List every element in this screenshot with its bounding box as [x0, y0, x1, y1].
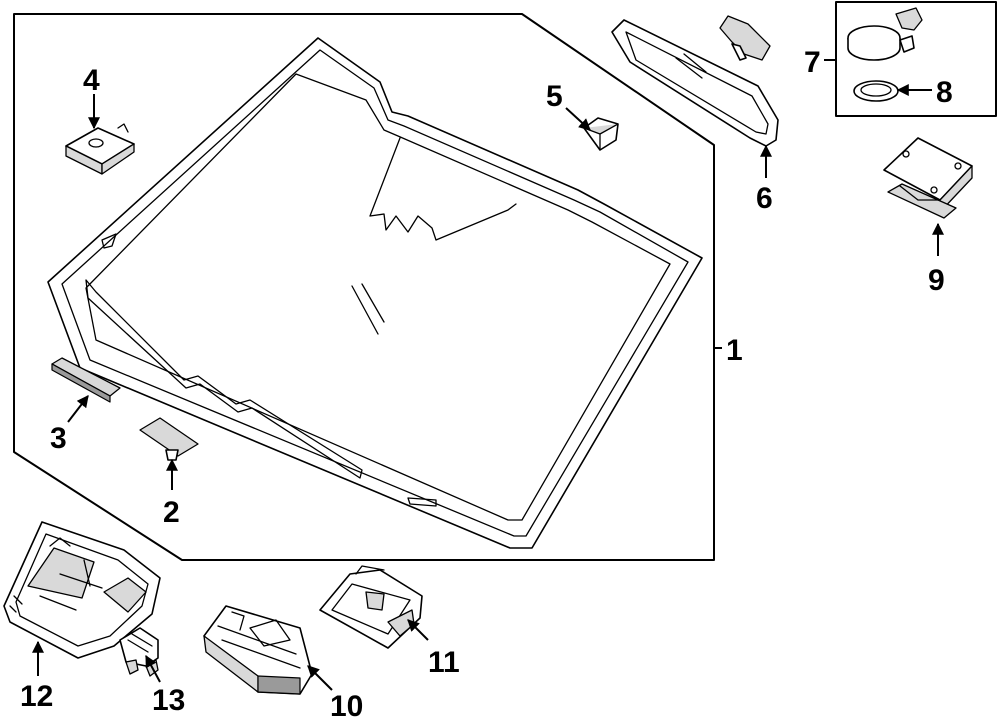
- windshield[interactable]: [47, 37, 703, 549]
- camera-housing[interactable]: [203, 605, 313, 695]
- rain-sensor[interactable]: [65, 123, 135, 175]
- callout-6: 6: [756, 182, 773, 215]
- callout-10: 10: [330, 690, 363, 720]
- overhead-console[interactable]: [3, 521, 161, 659]
- garnish-strip[interactable]: [51, 357, 121, 403]
- callout-13: 13: [152, 684, 185, 717]
- sensor-cover[interactable]: [319, 565, 423, 649]
- callout-8: 8: [936, 76, 953, 109]
- callout-4: 4: [83, 64, 100, 97]
- rearview-mirror[interactable]: [611, 15, 779, 147]
- callout-3: 3: [50, 422, 67, 455]
- assembly-boundary: [13, 13, 715, 561]
- callout-1: 1: [726, 334, 743, 367]
- mount-bracket[interactable]: [883, 137, 973, 219]
- callout-11: 11: [428, 646, 460, 679]
- mirror-mount[interactable]: [847, 7, 923, 61]
- callout-12: 12: [20, 680, 53, 713]
- callout-5: 5: [546, 80, 563, 113]
- callout-7: 7: [804, 46, 821, 79]
- seal-ring[interactable]: [853, 80, 899, 102]
- callout-9: 9: [928, 264, 945, 297]
- sensor-bracket[interactable]: [139, 417, 199, 461]
- clip[interactable]: [583, 117, 619, 151]
- callout-leaders: [32, 84, 944, 691]
- callout-2: 2: [163, 496, 180, 529]
- callout-labels: 1 2 3 4 5 6 7 8 9 10 11 12 13: [20, 46, 953, 720]
